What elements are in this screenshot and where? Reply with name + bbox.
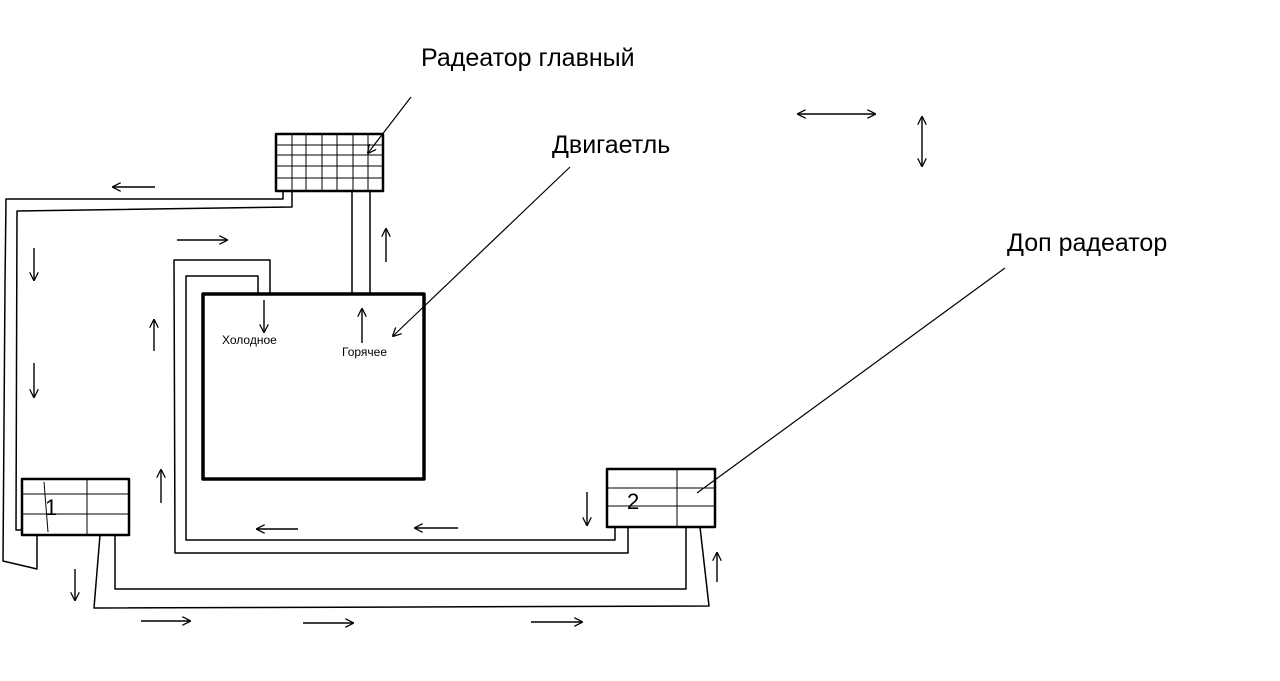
hot-label: Горячее: [342, 345, 388, 359]
engine-block: [201, 292, 426, 481]
radiator-2-number: 2: [627, 489, 640, 514]
cold-label: Холодное: [222, 333, 277, 347]
main-radiator-label: Радеатор главный: [421, 44, 635, 72]
engine-label: Двигаетль: [552, 131, 671, 159]
pipe-engine-to-main-radiator: [351, 191, 371, 294]
radiator-2: [605, 467, 717, 529]
main-radiator: [274, 132, 385, 193]
radiator-1-number: 1: [45, 495, 58, 520]
pipe-main-radiator-to-radiator-1: [2, 191, 293, 570]
leader-main-radiator: [368, 96, 412, 153]
leader-extra-radiator: [696, 267, 1006, 494]
leader-engine: [393, 166, 571, 336]
pipe-radiator-2-to-engine: [173, 259, 629, 554]
pipe-radiator-1-to-radiator-2: [93, 526, 710, 609]
extra-radiator-label: Доп радеатор: [1007, 229, 1168, 257]
radiator-1: [20, 477, 131, 537]
